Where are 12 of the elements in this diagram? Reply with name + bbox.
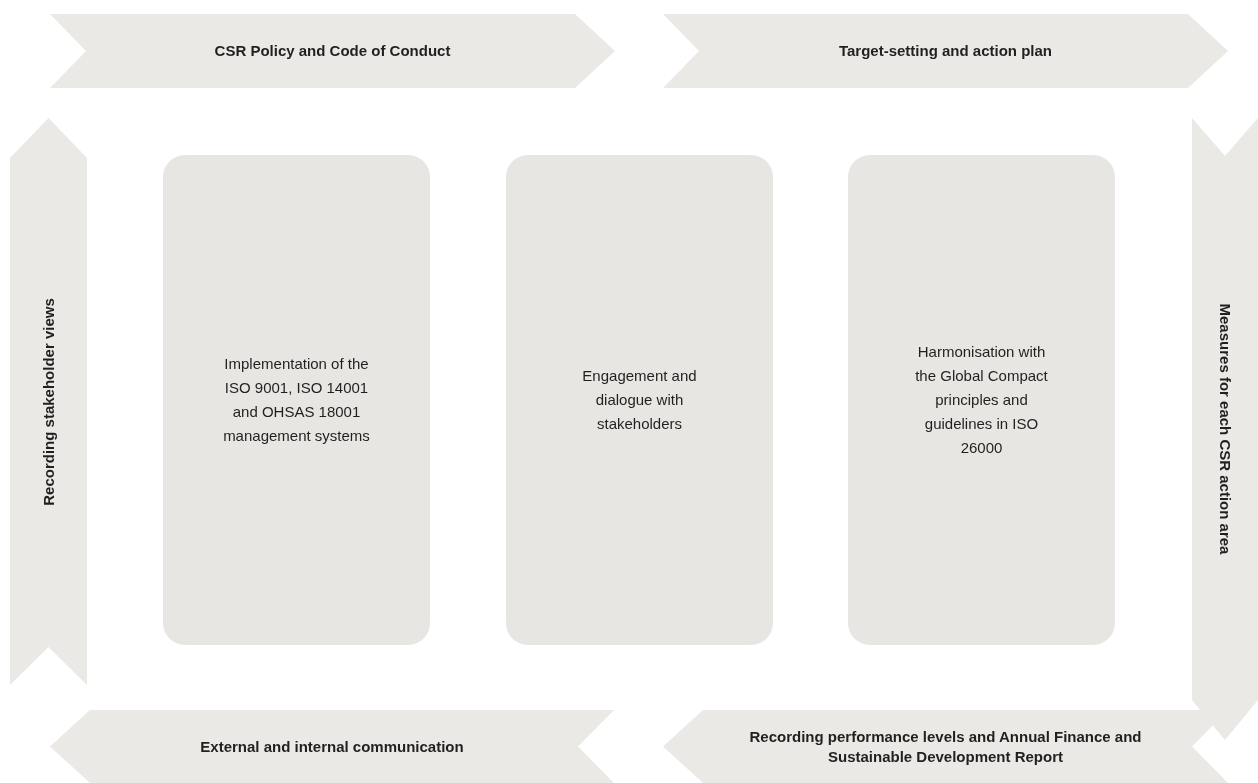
band-label: CSR Policy and Code of Conduct (213, 41, 452, 61)
rounded-card (506, 155, 773, 645)
card-text: Harmonisation with the Global Compact principles and guidelines in ISO 26000 (914, 342, 1049, 458)
band-label: Measures for each CSR action area (1216, 302, 1235, 557)
rounded-card (848, 155, 1115, 645)
band-label: Recording stakeholder views (38, 296, 58, 508)
band-label: External and internal communication (199, 736, 465, 757)
band-label: Recording performance levels and Annual Finance and Sustainable Development Report (748, 726, 1143, 767)
band-label: Target-setting and action plan (837, 41, 1054, 61)
card-text: Implementation of the ISO 9001, ISO 14001 and OHSAS 18001 management systems (222, 354, 371, 446)
card-text: Engagement and dialogue with stakeholders (581, 366, 698, 434)
rounded-card (163, 155, 430, 645)
